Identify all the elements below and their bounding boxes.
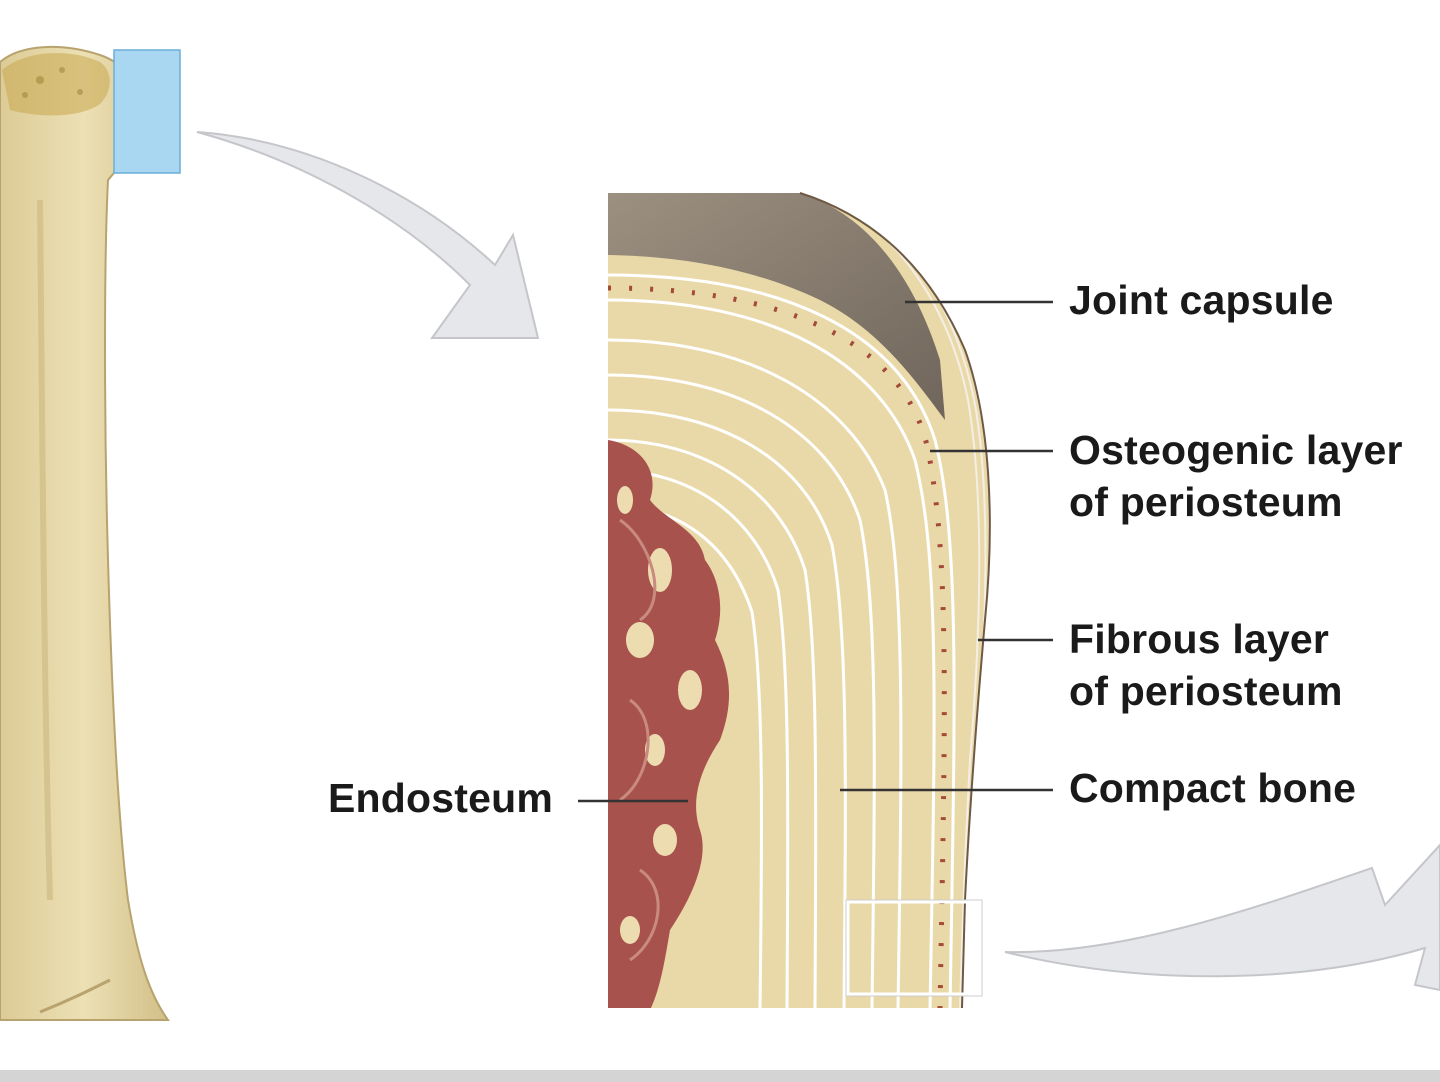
label-compact-bone: Compact bone	[1069, 765, 1357, 811]
spongy-bone-marrow	[608, 440, 729, 1008]
bottom-bar	[0, 1070, 1440, 1082]
zoom-arrow-top	[196, 131, 540, 339]
label-endosteum: Endosteum	[328, 775, 554, 821]
inset-box	[846, 900, 982, 996]
label-fibrous-layer: Fibrous layer of periosteum	[1069, 616, 1343, 714]
leader-lines	[578, 300, 1053, 803]
highlight-box	[113, 49, 181, 174]
label-joint-capsule: Joint capsule	[1069, 277, 1334, 323]
cross-section-panel	[608, 193, 990, 1008]
zoom-arrow-bottom	[1004, 843, 1440, 992]
humerus-bone	[0, 46, 170, 1021]
label-osteogenic-layer: Osteogenic layer of periosteum	[1069, 427, 1403, 525]
